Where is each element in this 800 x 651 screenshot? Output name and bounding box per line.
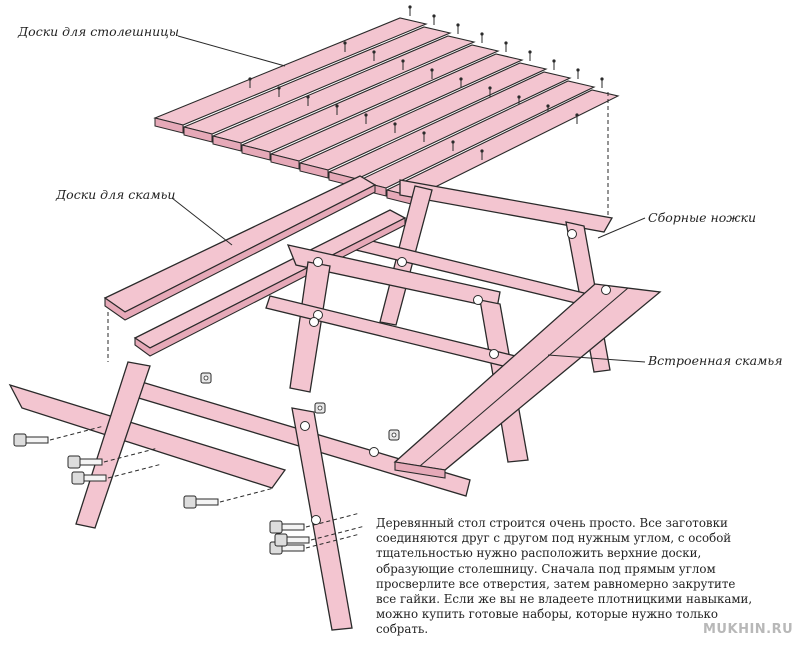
assembly-description: Деревянный стол строится очень просто. В… bbox=[376, 516, 753, 637]
tabletop-plank bbox=[240, 32, 500, 161]
leader-built-in bbox=[547, 354, 646, 363]
nut-icon bbox=[388, 429, 400, 441]
bolt-icon bbox=[71, 463, 163, 485]
bolt-head-icon bbox=[601, 285, 611, 295]
bolt-icon bbox=[67, 447, 159, 469]
bolt-icon bbox=[274, 525, 366, 547]
watermark: MUKHIN.RU bbox=[703, 622, 794, 637]
tabletop-boards bbox=[153, 5, 620, 206]
back-top-crossbar bbox=[399, 179, 614, 233]
bench-boards bbox=[103, 175, 407, 357]
leader-tabletop bbox=[177, 35, 286, 67]
right-bench-board-edge bbox=[394, 461, 446, 479]
bolt-icon bbox=[183, 487, 275, 509]
bench-board-upper-edge bbox=[104, 184, 376, 321]
bolt-head-icon bbox=[313, 257, 323, 267]
bolt-head-icon bbox=[567, 229, 577, 239]
leader-bench bbox=[171, 197, 233, 246]
tabletop-plank bbox=[182, 14, 452, 143]
tabletop-plank bbox=[298, 50, 548, 179]
label-tabletop-boards: Доски для столешницы bbox=[18, 24, 180, 39]
bench-board-lower-edge bbox=[134, 217, 406, 357]
nut-icon bbox=[200, 372, 212, 384]
tabletop-plank bbox=[153, 5, 428, 134]
tabletop-plank bbox=[211, 23, 476, 152]
left-leg-back bbox=[291, 407, 353, 631]
label-built-in-bench: Встроенная скамья bbox=[648, 353, 783, 368]
tabletop-plank bbox=[269, 41, 524, 170]
bolt-head-icon bbox=[369, 447, 379, 457]
right-bench-board-back bbox=[393, 283, 662, 471]
nut-icon bbox=[314, 402, 326, 414]
bolt-head-icon bbox=[300, 421, 310, 431]
bolt-head-icon bbox=[311, 515, 321, 525]
label-bench-boards: Доски для скамьи bbox=[56, 187, 176, 202]
bolt-icon bbox=[13, 425, 105, 447]
bolt-head-icon bbox=[397, 257, 407, 267]
bolt-head-icon bbox=[309, 317, 319, 327]
front-leg-left bbox=[289, 261, 331, 393]
bolts bbox=[13, 229, 611, 555]
built-in-bench bbox=[393, 283, 662, 479]
bolt-head-icon bbox=[473, 295, 483, 305]
front-leg-assembly bbox=[8, 361, 353, 631]
bolt-head-icon bbox=[489, 349, 499, 359]
left-bench-crossbar bbox=[8, 383, 287, 489]
label-assembled-legs: Сборные ножки bbox=[648, 210, 756, 225]
leader-lines bbox=[107, 35, 646, 363]
leader-legs bbox=[597, 217, 646, 239]
left-leg-front bbox=[75, 361, 151, 529]
